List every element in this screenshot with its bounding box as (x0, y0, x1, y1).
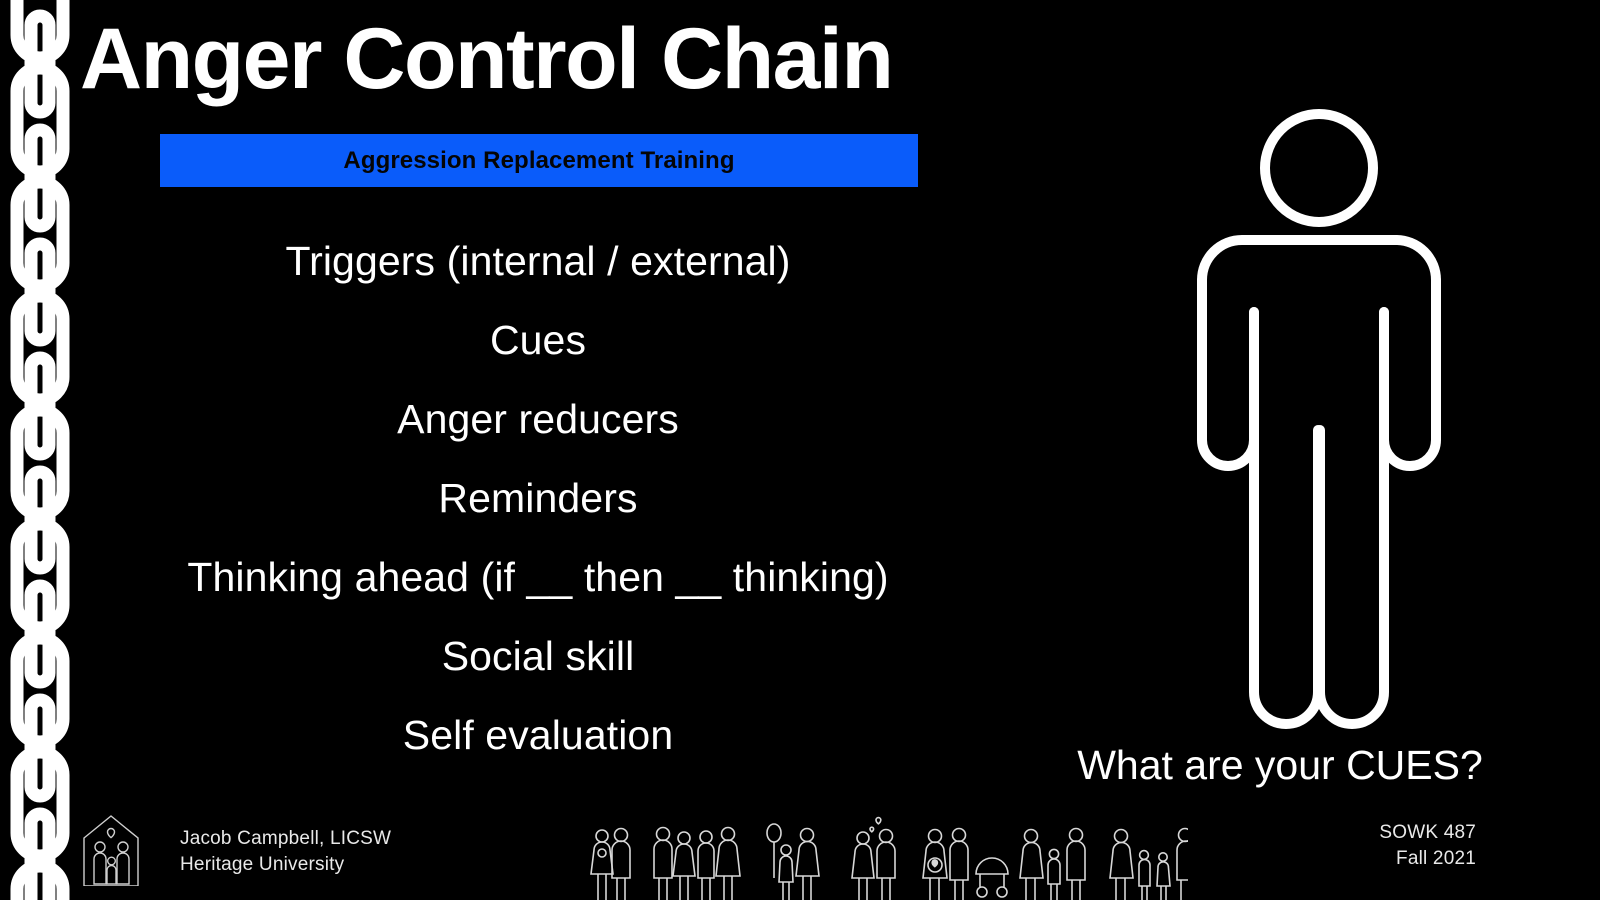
list-item: Thinking ahead (if __ then __ thinking) (187, 554, 889, 600)
people-crowd-icon (590, 816, 1188, 900)
footer-course-code: SOWK 487 (1379, 822, 1476, 843)
page-title: Anger Control Chain (80, 11, 894, 107)
footer-author: Jacob Campbell, LICSW Heritage Universit… (180, 826, 391, 878)
footer-course: SOWK 487 Fall 2021 (1379, 820, 1476, 872)
subtitle-banner: Aggression Replacement Training (160, 134, 918, 187)
footer-author-name: Jacob Campbell, LICSW (180, 828, 392, 849)
house-family-icon (83, 815, 139, 886)
cues-question-text: What are your CUES? (1077, 742, 1483, 788)
footer-course-term: Fall 2021 (1396, 848, 1476, 869)
list-item: Anger reducers (397, 396, 679, 442)
list-item: Reminders (438, 475, 638, 521)
chain-links-icon (10, 0, 70, 900)
list-item: Self evaluation (402, 712, 674, 758)
list-item: Cues (489, 317, 587, 363)
footer-author-org: Heritage University (180, 854, 345, 875)
person-standing-icon (1197, 109, 1441, 729)
anger-control-chain-steps: Triggers (internal / external) Cues Ange… (120, 222, 956, 775)
list-item: Social skill (441, 633, 635, 679)
list-item: Triggers (internal / external) (285, 238, 791, 284)
subtitle-banner-label: Aggression Replacement Training (343, 146, 735, 174)
